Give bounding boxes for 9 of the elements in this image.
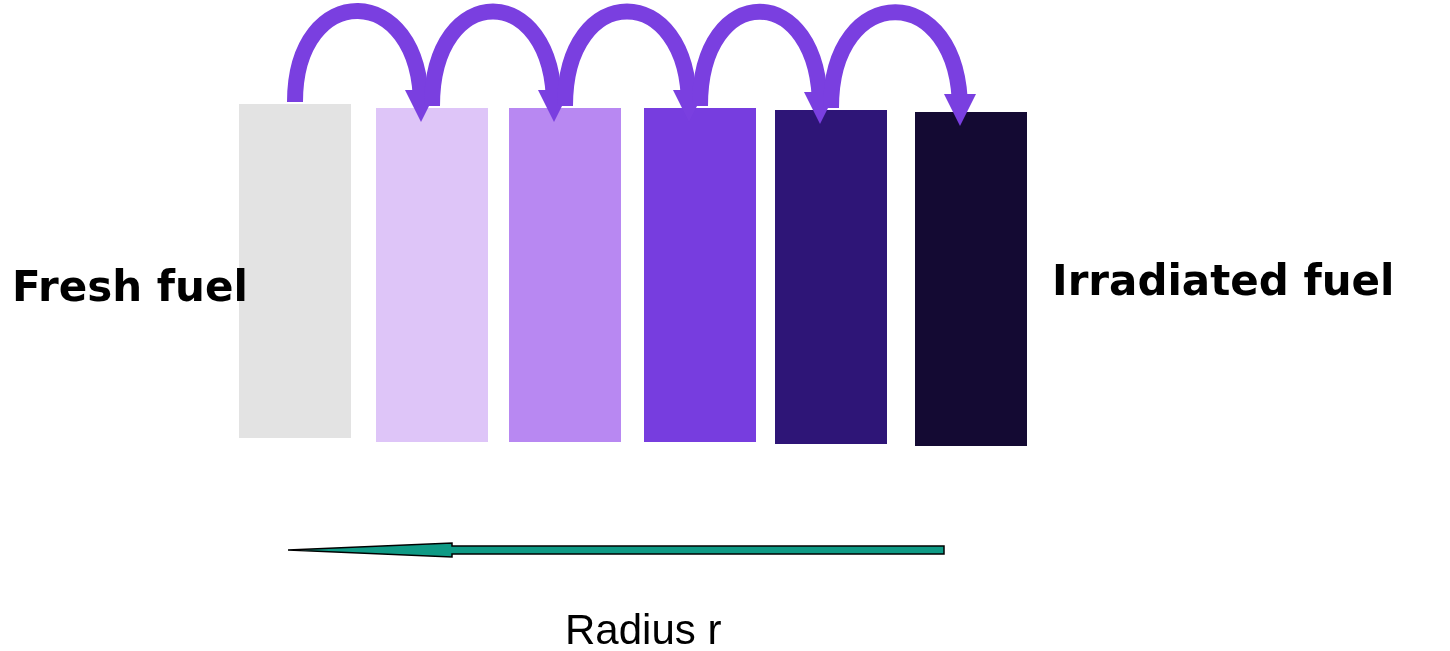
- axis-label: Radius r: [565, 606, 722, 651]
- fuel-bar: [376, 108, 488, 442]
- fuel-label: Irradiated fuel: [1052, 256, 1395, 305]
- fuel-bar: [644, 108, 756, 442]
- fuel-bar: [509, 108, 621, 442]
- fuel-label: Fresh fuel: [12, 262, 248, 311]
- curved-arrow: [823, 4, 975, 126]
- fuel-bar: [775, 110, 887, 444]
- fuel-bar: [915, 112, 1027, 446]
